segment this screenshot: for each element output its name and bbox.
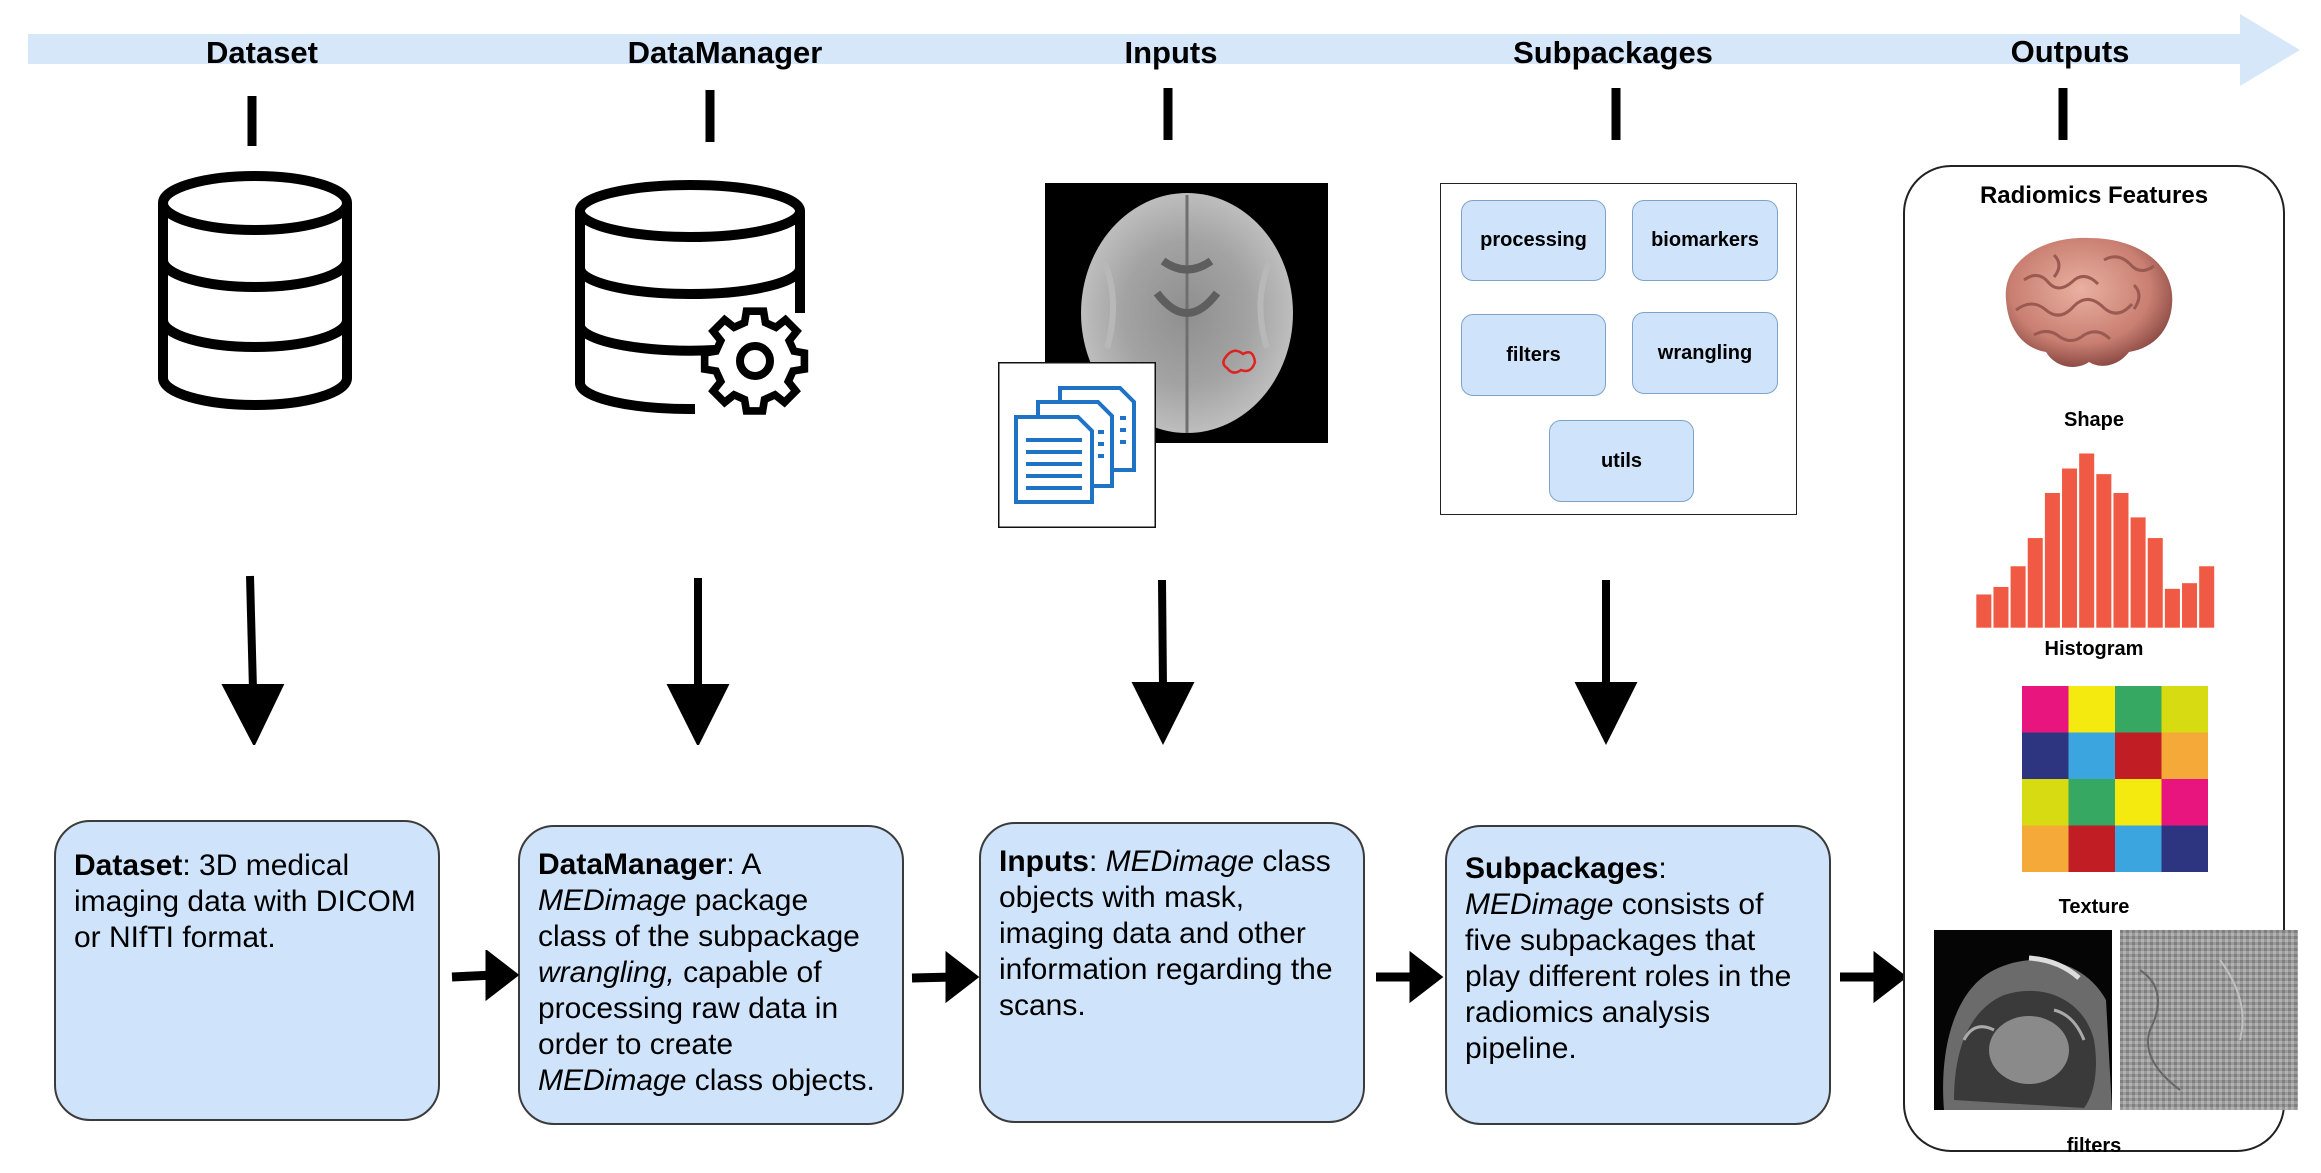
histogram-bar bbox=[2027, 537, 2044, 628]
subpackages-description: Subpackages: MEDimage consists of five s… bbox=[1445, 825, 1831, 1125]
brain-3d-icon bbox=[2005, 237, 2173, 367]
filtered-scan-icon bbox=[2120, 930, 2298, 1110]
histogram-bar bbox=[2095, 473, 2112, 628]
texture-cell bbox=[2161, 732, 2208, 780]
histogram-bar bbox=[2009, 565, 2027, 628]
histogram-bar bbox=[1992, 586, 2010, 628]
texture-cell bbox=[2022, 779, 2069, 826]
output-label-shape: Shape bbox=[2063, 409, 2125, 431]
histogram-bar bbox=[2061, 467, 2078, 628]
ct-scan-icon bbox=[1934, 930, 2112, 1110]
documents-icon bbox=[998, 362, 1156, 528]
stage-title-subpackages: Subpackages bbox=[1513, 35, 1713, 70]
database-gear-icon bbox=[575, 180, 809, 415]
subpackage-processing[interactable]: processing bbox=[1461, 200, 1606, 281]
texture-cell bbox=[2068, 732, 2116, 780]
texture-cell bbox=[2115, 686, 2162, 733]
stage-title-inputs: Inputs bbox=[1124, 35, 1218, 70]
texture-cell bbox=[2161, 825, 2208, 872]
stage-title-datamanager: DataManager bbox=[627, 35, 823, 70]
texture-cell bbox=[2161, 779, 2208, 826]
histogram-bar bbox=[2044, 492, 2061, 628]
histogram-bar bbox=[2147, 537, 2164, 628]
timeline-banner bbox=[28, 14, 2300, 86]
texture-cell bbox=[2022, 825, 2069, 872]
dataset-description: Dataset: 3D medical imaging data with DI… bbox=[54, 820, 440, 1121]
texture-cell bbox=[2115, 825, 2162, 872]
histogram-bar bbox=[2181, 582, 2198, 628]
inputs-description: Inputs: MEDimage class objects with mask… bbox=[979, 822, 1365, 1123]
histogram-chart bbox=[1976, 452, 2215, 628]
tick-connectors bbox=[247, 88, 2068, 146]
histogram-bar bbox=[2078, 452, 2095, 628]
histogram-bar bbox=[2198, 565, 2215, 628]
texture-cell bbox=[2115, 779, 2162, 826]
right-arrows bbox=[451, 950, 1908, 1004]
texture-cell bbox=[2068, 779, 2116, 826]
stage-title-outputs: Outputs bbox=[2010, 34, 2130, 69]
output-label-texture: Texture bbox=[2058, 896, 2130, 918]
texture-cell bbox=[2068, 686, 2116, 733]
histogram-bar bbox=[2112, 492, 2130, 628]
texture-cell bbox=[2115, 732, 2162, 780]
stage-title-dataset: Dataset bbox=[206, 35, 318, 70]
texture-cell bbox=[2022, 732, 2069, 780]
histogram-bar bbox=[2129, 516, 2147, 628]
down-arrows bbox=[221, 575, 1638, 745]
subpackage-filters[interactable]: filters bbox=[1461, 314, 1606, 396]
datamanager-description: DataManager: A MEDimage package class of… bbox=[518, 825, 904, 1125]
subpackage-biomarkers[interactable]: biomarkers bbox=[1632, 200, 1778, 281]
subpackage-wrangling[interactable]: wrangling bbox=[1632, 312, 1778, 394]
texture-grid bbox=[2022, 686, 2208, 872]
subpackage-utils[interactable]: utils bbox=[1549, 420, 1694, 502]
texture-cell bbox=[2068, 825, 2116, 872]
database-icon bbox=[158, 171, 352, 410]
texture-cell bbox=[2022, 686, 2069, 733]
radiomics-features-title: Radiomics Features bbox=[1979, 182, 2209, 209]
histogram-bar bbox=[2164, 588, 2181, 628]
output-label-histogram: Histogram bbox=[2044, 638, 2144, 660]
texture-cell bbox=[2161, 686, 2208, 733]
output-label-filters: filters bbox=[2066, 1135, 2122, 1157]
histogram-bar bbox=[1976, 593, 1992, 628]
